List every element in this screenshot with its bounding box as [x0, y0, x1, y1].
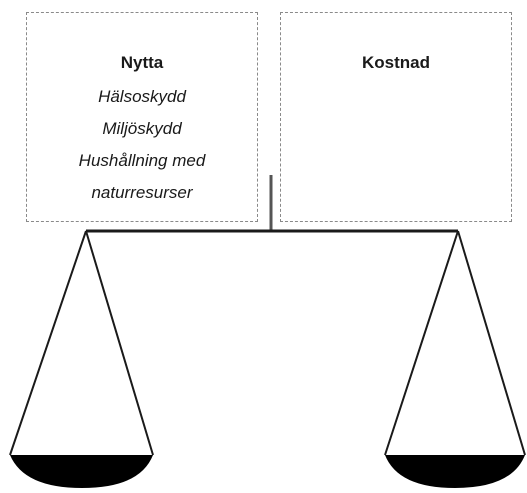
left-pan-string-right [85, 230, 154, 456]
left-pan [10, 455, 153, 488]
benefit-item-environmental-protection: Miljöskydd [102, 119, 182, 138]
right-pan-string-left [384, 230, 459, 456]
benefit-title: Nytta [120, 53, 164, 72]
benefit-list: Hälsoskydd Miljöskydd Hushållning med na… [27, 81, 257, 209]
cost-title: Kostnad [362, 53, 430, 72]
cost-box: Kostnad [280, 12, 512, 222]
benefit-item-resource-management-continued: naturresurser [91, 183, 193, 202]
benefit-box: Nytta Hälsoskydd Miljöskydd Hushållning … [26, 12, 258, 222]
left-pan-string-left [9, 230, 87, 456]
right-pan [385, 455, 525, 488]
right-pan-string-right [457, 230, 526, 456]
benefit-item-resource-management: Hushållning med [78, 151, 206, 170]
benefit-item-health-protection: Hälsoskydd [98, 87, 186, 106]
